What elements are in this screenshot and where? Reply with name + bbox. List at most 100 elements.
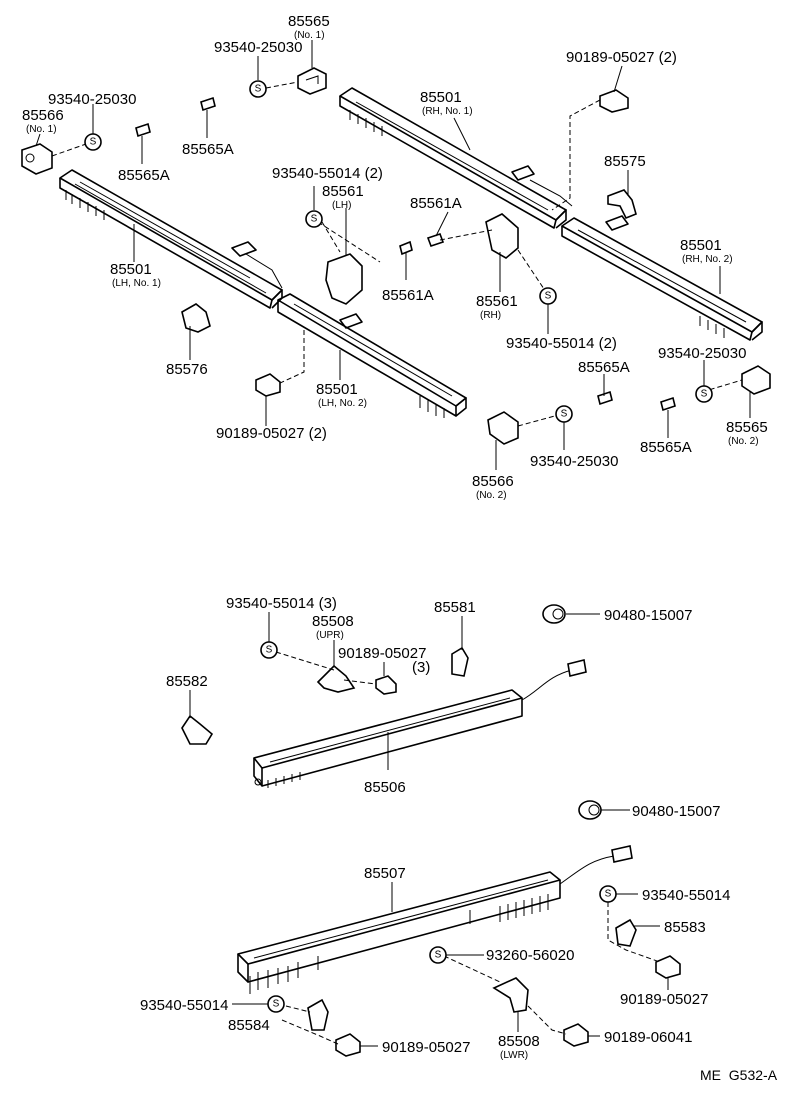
bracket-85561-rh: [485, 213, 519, 259]
label-93540-55014-right: 93540-55014: [642, 887, 730, 904]
label-90189-05027-3-qty: (3): [412, 659, 430, 676]
rail-85506: [253, 659, 587, 788]
label-85501-rh1-sub: (RH, No. 1): [422, 106, 473, 117]
clip-85566-no1: [21, 143, 53, 175]
grommet-90480-15007-top: [542, 604, 566, 624]
label-90189-05027-b: 90189-05027: [382, 1039, 470, 1056]
rail-85501-lh-no2: [277, 293, 467, 418]
svg-text:S: S: [311, 214, 318, 225]
label-85566-no2: 85566: [472, 473, 514, 490]
washer-s-4: S: [539, 287, 557, 305]
label-85565A-c: 85565A: [578, 359, 630, 376]
svg-text:S: S: [255, 84, 262, 95]
label-90189-06041: 90189-06041: [604, 1029, 692, 1046]
label-93540-55014-bl: 93540-55014: [140, 997, 228, 1014]
label-90480-15007-bottom: 90480-15007: [632, 803, 720, 820]
pad-85561A-bottom: [399, 240, 413, 256]
bracket-85581: [451, 646, 469, 677]
lower-leader-lines: [189, 612, 669, 1047]
bracket-85508-lwr: [492, 977, 529, 1013]
label-85561-rh: 85561: [476, 293, 518, 310]
label-85501-lh2: 85501: [316, 381, 358, 398]
label-85506: 85506: [364, 779, 406, 796]
label-85508-lwr-sub: (LWR): [500, 1050, 528, 1061]
bracket-85561-lh: [325, 253, 363, 305]
label-85501-lh1-sub: (LH, No. 1): [112, 278, 161, 289]
label-85584: 85584: [228, 1017, 270, 1034]
svg-text:S: S: [561, 409, 568, 420]
figure-code: ME G532-A: [700, 1067, 778, 1083]
washer-s-1: S: [249, 80, 267, 98]
label-93540-55014-2-left: 93540-55014 (2): [272, 165, 383, 182]
label-85566-no2-sub: (No. 2): [476, 490, 507, 501]
label-90189-05027-2-left: 90189-05027 (2): [216, 425, 327, 442]
bracket-85575: [607, 189, 637, 220]
label-85501-rh1: 85501: [420, 89, 462, 106]
bracket-85584: [307, 998, 329, 1031]
grommet-90480-15007-bottom: [578, 800, 602, 820]
washer-s-8: S: [599, 885, 617, 903]
washer-s-3: S: [305, 210, 323, 228]
label-85507: 85507: [364, 865, 406, 882]
label-85501-lh2-sub: (LH, No. 2): [318, 398, 367, 409]
label-93260-56020: 93260-56020: [486, 947, 574, 964]
label-93540-55014-3: 93540-55014 (3): [226, 595, 337, 612]
pad-85565A-a: [135, 122, 151, 138]
label-90189-05027-r: 90189-05027: [620, 991, 708, 1008]
clip-85565-no1: [297, 67, 327, 95]
label-93540-55014-2-right: 93540-55014 (2): [506, 335, 617, 352]
label-85565-no1-sub: (No. 1): [294, 30, 325, 41]
clip-90189-05027-topright: [599, 89, 629, 113]
rail-85501-rh-no2: [561, 215, 763, 341]
label-85501-rh2: 85501: [680, 237, 722, 254]
washer-s-5: S: [555, 405, 573, 423]
rail-85507: [237, 845, 633, 994]
svg-text:S: S: [605, 889, 612, 900]
label-93540-25030-left: 93540-25030: [48, 91, 136, 108]
lower-dashed-lines: [275, 651, 661, 1045]
label-85508-upr-sub: (UPR): [316, 630, 344, 641]
label-93540-25030-bottom: 93540-25030: [530, 453, 618, 470]
label-85565A-d: 85565A: [640, 439, 692, 456]
clip-90189-05027-b: [335, 1033, 361, 1057]
pad-85565A-b: [200, 96, 216, 112]
label-85561A-bottom: 85561A: [382, 287, 434, 304]
washer-s-7: S: [260, 641, 278, 659]
label-85501-rh2-sub: (RH, No. 2): [682, 254, 733, 265]
svg-text:S: S: [266, 645, 273, 656]
label-93540-25030-right: 93540-25030: [658, 345, 746, 362]
washer-s-10: S: [267, 995, 285, 1013]
label-85583: 85583: [664, 919, 706, 936]
svg-text:S: S: [545, 291, 552, 302]
clip-90189-06041: [563, 1023, 589, 1047]
label-85561-lh-sub: (LH): [332, 200, 351, 211]
label-85575: 85575: [604, 153, 646, 170]
clip-85565-no2: [741, 365, 771, 395]
label-90189-05027-topright: 90189-05027 (2): [566, 49, 677, 66]
label-85561-lh: 85561: [322, 183, 364, 200]
label-85581: 85581: [434, 599, 476, 616]
washer-s-6: S: [695, 385, 713, 403]
svg-text:S: S: [701, 389, 708, 400]
upper-leader-lines: [35, 40, 751, 470]
label-85561-rh-sub: (RH): [480, 310, 501, 321]
label-85576: 85576: [166, 361, 208, 378]
label-85566-no1-sub: (No. 1): [26, 124, 57, 135]
bracket-85508-upr: [316, 664, 356, 693]
label-93540-25030-top: 93540-25030: [214, 39, 302, 56]
svg-text:S: S: [90, 137, 97, 148]
upper-dashed-lines: [51, 81, 743, 427]
bracket-85582: [181, 714, 214, 745]
rail-85501-rh-no1: [339, 87, 573, 229]
clip-90189-05027-3: [375, 675, 397, 695]
label-85561A-top: 85561A: [410, 195, 462, 212]
label-85508-upr: 85508: [312, 613, 354, 630]
label-85565A-a: 85565A: [118, 167, 170, 184]
clip-85566-no2: [487, 411, 519, 445]
washer-s-2: S: [84, 133, 102, 151]
svg-text:S: S: [435, 950, 442, 961]
label-85565-no2: 85565: [726, 419, 768, 436]
label-85582: 85582: [166, 673, 208, 690]
clip-90189-05027-r: [655, 955, 681, 979]
